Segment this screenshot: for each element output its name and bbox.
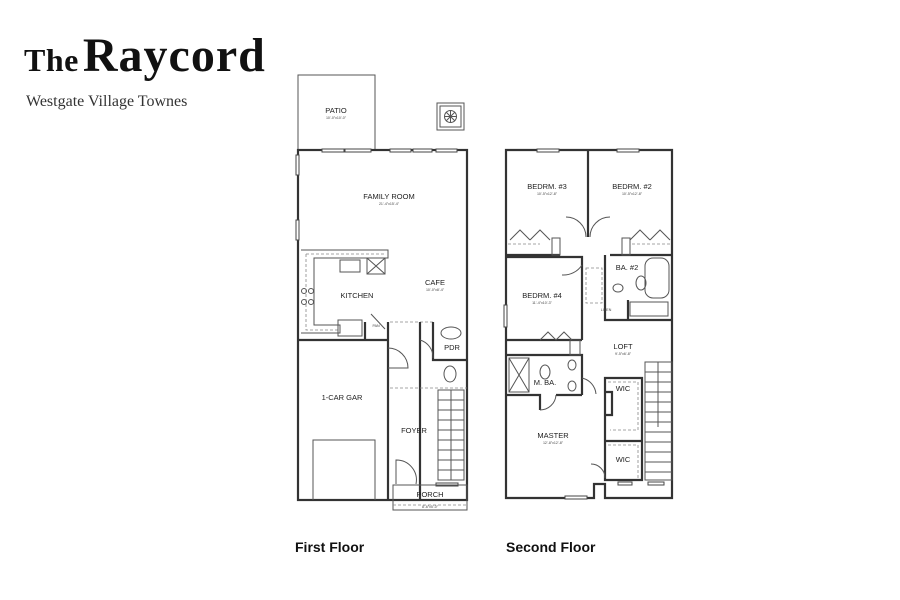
- patio-dim: 10'-0"x10'-0": [326, 116, 347, 120]
- first-floor-label: First Floor: [295, 539, 365, 555]
- garage-label: 1-CAR GAR: [322, 393, 363, 402]
- bedrm4-label: BEDRM. #4: [522, 291, 562, 300]
- mba-label: M. BA.: [534, 378, 557, 387]
- bedrm4-dim: 11'-4"x10'-3": [532, 301, 553, 305]
- bedrm3-label: BEDRM. #3: [527, 182, 567, 191]
- front-door: [395, 459, 417, 485]
- pdr-toilet: [443, 365, 457, 383]
- dishwasher: [337, 319, 363, 337]
- kitchen-label: KITCHEN: [341, 291, 374, 300]
- community-subtitle: Westgate Village Townes: [26, 93, 188, 110]
- garage-wall: [298, 322, 390, 360]
- master-shower: [508, 357, 530, 393]
- pantry-door: [370, 313, 386, 330]
- exterior-fixture-icon: [436, 102, 465, 131]
- kitchen-counter: [301, 249, 389, 334]
- cafe-label: CAFE: [425, 278, 445, 287]
- master-dim: 12'-8"x12'-8": [543, 441, 564, 445]
- bathtub: [644, 257, 670, 299]
- bedrm3-dim: 10'-5"x12'-8": [537, 192, 558, 196]
- cafe-dim: 10'-0"x8'-4": [426, 288, 445, 292]
- garage-door: [312, 439, 376, 500]
- patio-label: PATIO: [325, 106, 347, 115]
- cooktop: [301, 288, 314, 305]
- first-floor-plan: PATIO 10'-0"x10'-0" FAMILY ROOM 21'-4"x1…: [295, 74, 469, 511]
- kitchen-sink: [339, 259, 361, 273]
- wic2-label: WIC: [616, 455, 631, 464]
- pdr-sink: [440, 326, 462, 340]
- second-floor-outline: [504, 148, 674, 500]
- porch-outline: [392, 484, 468, 511]
- second-floor-stairs: [644, 361, 673, 481]
- bath2-label: BA. #2: [616, 263, 639, 272]
- bedrm2-label: BEDRM. #2: [612, 182, 652, 191]
- pdr-label: PDR: [444, 343, 460, 352]
- foyer-label: FOYER: [401, 426, 427, 435]
- refrigerator: [366, 257, 386, 275]
- family-room-dim: 21'-4"x15'-4": [379, 202, 400, 206]
- title-prefix: The: [24, 42, 79, 78]
- family-room-label: FAMILY ROOM: [363, 192, 414, 201]
- porch-dim: 8'-6"x5'-0": [422, 505, 439, 509]
- first-floor-stairs: [437, 389, 465, 481]
- master-label: MASTER: [537, 431, 569, 440]
- title-name: Raycord: [82, 29, 266, 82]
- second-floor-plan: BEDRM. #3 10'-5"x12'-8" BEDRM. #2 10'-5"…: [503, 148, 674, 500]
- pantry-label: PAN: [372, 324, 380, 328]
- loft-dim: 9'-5"x6'-8": [615, 352, 632, 356]
- plan-title: The Raycord: [24, 28, 266, 83]
- second-floor-label: Second Floor: [506, 539, 596, 555]
- porch-label: PORCH: [416, 490, 443, 499]
- wic1-label: WIC: [616, 384, 631, 393]
- linen-label: LINEN: [601, 308, 612, 312]
- loft-label: LOFT: [613, 342, 633, 351]
- first-floor-outline: [296, 148, 469, 502]
- bedrm2-dim: 10'-5"x12'-8": [622, 192, 643, 196]
